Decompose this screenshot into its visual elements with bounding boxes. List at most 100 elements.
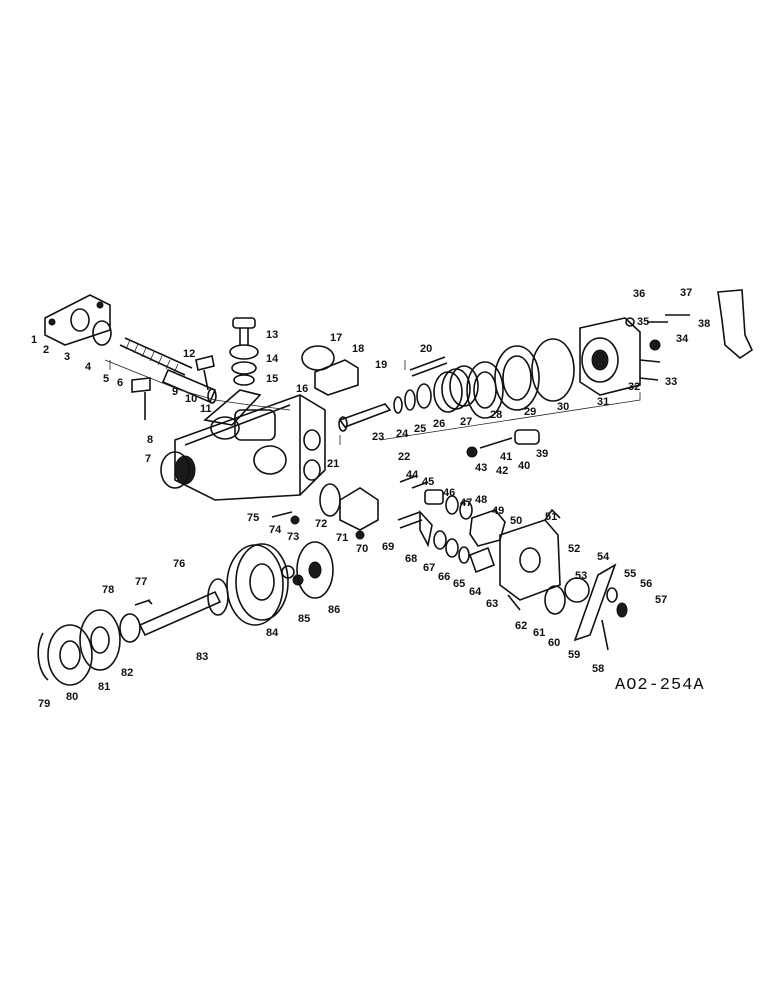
callout-71: 71 bbox=[336, 532, 348, 544]
plunger-69 bbox=[397, 509, 433, 548]
callout-12: 12 bbox=[183, 348, 195, 360]
callout-17: 17 bbox=[330, 332, 342, 344]
callout-62: 62 bbox=[515, 620, 527, 632]
key-77-78 bbox=[134, 599, 153, 606]
callout-37: 37 bbox=[680, 287, 692, 299]
callout-72: 72 bbox=[315, 518, 327, 530]
callout-64: 64 bbox=[469, 586, 482, 598]
callout-30: 30 bbox=[557, 401, 569, 413]
callout-46: 46 bbox=[443, 487, 455, 499]
callout-80: 80 bbox=[66, 691, 78, 703]
flange-plate bbox=[44, 294, 111, 346]
hub-80 bbox=[47, 624, 93, 686]
callout-60: 60 bbox=[548, 637, 560, 649]
levers-53-59 bbox=[544, 563, 617, 651]
cover-71 bbox=[339, 487, 379, 531]
callout-44: 44 bbox=[406, 469, 419, 481]
bracket-6 bbox=[131, 377, 151, 420]
callout-51: 51 bbox=[545, 511, 557, 523]
callout-77: 77 bbox=[135, 576, 147, 588]
sleeve-tube bbox=[161, 368, 217, 404]
callout-75: 75 bbox=[247, 512, 259, 524]
callout-29: 29 bbox=[524, 406, 536, 418]
circlip-79 bbox=[37, 632, 49, 681]
callout-9: 9 bbox=[172, 386, 178, 398]
callout-38: 38 bbox=[698, 318, 710, 330]
callout-53: 53 bbox=[575, 570, 587, 582]
gear-84 bbox=[226, 543, 289, 626]
valve-stack-13-15 bbox=[229, 317, 259, 386]
callout-5: 5 bbox=[103, 373, 109, 385]
reference-code: AO2-254A bbox=[615, 676, 705, 695]
bracket-38 bbox=[717, 289, 754, 360]
callout-82: 82 bbox=[121, 667, 133, 679]
callout-39: 39 bbox=[536, 448, 548, 460]
callout-8: 8 bbox=[147, 434, 153, 446]
callout-61: 61 bbox=[533, 627, 545, 639]
callout-73: 73 bbox=[287, 531, 299, 543]
callout-19: 19 bbox=[375, 359, 387, 371]
lever-housing-51-63 bbox=[499, 508, 561, 611]
connector-39-43 bbox=[466, 429, 540, 458]
callout-3: 3 bbox=[64, 351, 70, 363]
callout-84: 84 bbox=[266, 627, 279, 639]
washers-24-26 bbox=[393, 383, 432, 414]
callout-24: 24 bbox=[396, 428, 409, 440]
callout-76: 76 bbox=[173, 558, 185, 570]
callout-55: 55 bbox=[624, 568, 636, 580]
o-ring-3 bbox=[92, 320, 112, 346]
callout-4: 4 bbox=[85, 361, 92, 373]
o-ring-30 bbox=[531, 338, 575, 402]
callout-35: 35 bbox=[637, 316, 649, 328]
callout-7: 7 bbox=[145, 453, 151, 465]
o-rings-64-68 bbox=[433, 530, 496, 574]
callout-25: 25 bbox=[414, 423, 426, 435]
callout-78: 78 bbox=[102, 584, 114, 596]
spring-tube bbox=[119, 337, 193, 376]
callout-31: 31 bbox=[597, 396, 609, 408]
callout-68: 68 bbox=[405, 553, 417, 565]
callout-52: 52 bbox=[568, 543, 580, 555]
callout-74: 74 bbox=[269, 524, 282, 536]
bolts-32-37 bbox=[625, 314, 690, 381]
callout-85: 85 bbox=[298, 613, 310, 625]
callout-2: 2 bbox=[43, 344, 49, 356]
callout-65: 65 bbox=[453, 578, 465, 590]
valve-12 bbox=[195, 355, 215, 391]
callout-45: 45 bbox=[422, 476, 434, 488]
valve-46-49 bbox=[424, 489, 473, 520]
callout-11: 11 bbox=[200, 403, 212, 415]
callout-26: 26 bbox=[433, 418, 445, 430]
callout-27: 27 bbox=[460, 416, 472, 428]
callout-69: 69 bbox=[382, 541, 394, 553]
callout-59: 59 bbox=[568, 649, 580, 661]
callout-41: 41 bbox=[500, 451, 512, 463]
callout-47: 47 bbox=[460, 497, 472, 509]
screws-73-75 bbox=[271, 511, 365, 540]
callout-21: 21 bbox=[327, 458, 339, 470]
callout-34: 34 bbox=[676, 333, 689, 345]
callout-10: 10 bbox=[185, 393, 197, 405]
screws-20 bbox=[409, 356, 448, 377]
callout-28: 28 bbox=[490, 409, 502, 421]
plate-86 bbox=[296, 541, 334, 599]
callout-43: 43 bbox=[475, 462, 487, 474]
callout-79: 79 bbox=[38, 698, 50, 710]
spring-27 bbox=[433, 365, 479, 413]
callout-57: 57 bbox=[655, 594, 667, 606]
callout-58: 58 bbox=[592, 663, 604, 675]
callout-49: 49 bbox=[492, 505, 504, 517]
callout-36: 36 bbox=[633, 288, 645, 300]
ring-72 bbox=[319, 483, 341, 517]
callout-32: 32 bbox=[628, 381, 640, 393]
callout-labels: 1 2 3 4 5 6 7 8 9 10 11 12 13 14 15 16 1… bbox=[31, 287, 710, 710]
nuts-55-57 bbox=[606, 587, 628, 618]
rollers-85 bbox=[281, 565, 304, 586]
callout-16: 16 bbox=[296, 383, 308, 395]
callout-13: 13 bbox=[266, 329, 278, 341]
callout-56: 56 bbox=[640, 578, 652, 590]
callout-6: 6 bbox=[117, 377, 123, 389]
callout-1: 1 bbox=[31, 334, 37, 346]
callout-81: 81 bbox=[98, 681, 110, 693]
